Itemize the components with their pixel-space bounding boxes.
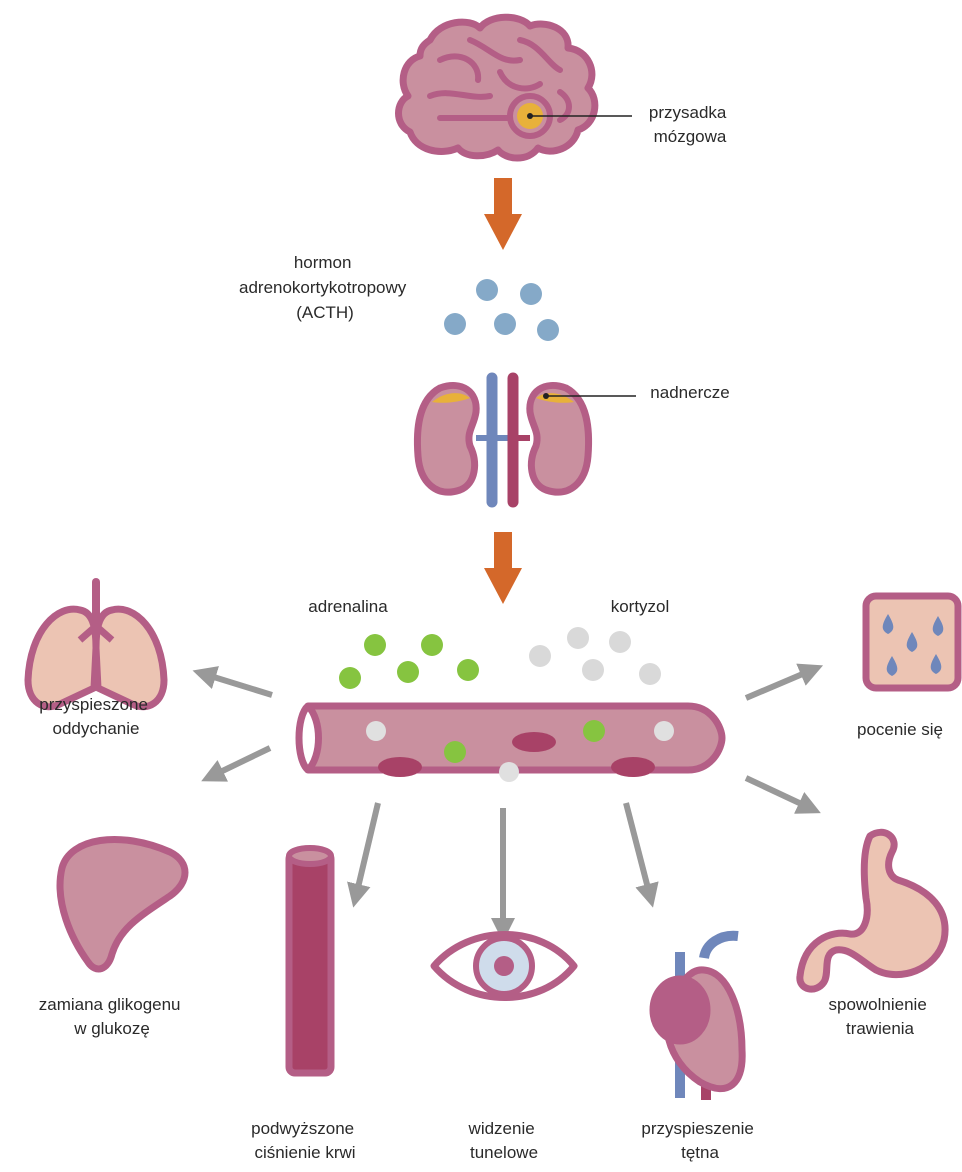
acth-dot	[444, 313, 466, 335]
heart-icon	[652, 936, 742, 1100]
orange-arrow-down	[484, 532, 522, 604]
brain-icon	[399, 17, 595, 158]
sweat-label: pocenie się	[857, 720, 943, 739]
digestion-label: spowolnienie trawienia	[828, 995, 931, 1038]
cortisol-dot	[609, 631, 631, 653]
lungs-label: przyspieszone oddychanie	[39, 695, 152, 738]
cortisol-molecules	[529, 627, 661, 685]
arrow-to-skin	[746, 670, 812, 698]
pituitary-pointer-dot	[527, 113, 533, 119]
arrow-to-liver	[212, 748, 270, 776]
liver-label: zamiana glikogenu w glukozę	[39, 995, 186, 1038]
adrenaline-dot	[397, 661, 419, 683]
arrow-to-lungs	[204, 674, 272, 695]
adrenaline-dot	[364, 634, 386, 656]
cortisol-dot	[582, 659, 604, 681]
lungs-icon	[28, 582, 164, 707]
orange-arrow-down	[484, 178, 522, 250]
acth-dot	[494, 313, 516, 335]
acth-label: hormon adrenokortykotropowy (ACTH)	[239, 253, 411, 322]
adrenaline-dot	[421, 634, 443, 656]
arrow-to-vessel	[356, 803, 378, 896]
tunnel-vision-label: widzenie tunelowe	[468, 1119, 540, 1162]
vessel-tube-icon	[289, 848, 331, 1073]
eye-icon	[434, 935, 574, 998]
blood-pressure-label: podwyższone ciśnienie krwi	[251, 1119, 359, 1162]
adrenaline-dot	[444, 741, 466, 763]
cortisol-dot	[639, 663, 661, 685]
heart-rate-label: przyspieszenie tętna	[641, 1119, 758, 1162]
liver-icon	[60, 839, 185, 969]
stomach-icon	[800, 832, 945, 989]
adrenal-label: nadnercze	[650, 383, 729, 402]
cortisol-dot	[366, 721, 386, 741]
red-blood-cell	[378, 757, 422, 777]
cortisol-dot	[529, 645, 551, 667]
pituitary-label: przysadka mózgowa	[649, 103, 731, 146]
adrenaline-dot	[583, 720, 605, 742]
cortisol-dot	[654, 721, 674, 741]
arrow-to-stomach	[746, 778, 810, 808]
red-blood-cell	[512, 732, 556, 752]
arrow-to-heart	[626, 803, 650, 896]
acth-dot	[476, 279, 498, 301]
cortisol-dot	[499, 762, 519, 782]
adrenal-pointer-dot	[543, 393, 549, 399]
adrenaline-dot	[457, 659, 479, 681]
acth-molecules	[444, 279, 559, 341]
acth-dot	[537, 319, 559, 341]
adrenaline-label: adrenalina	[308, 597, 388, 616]
adrenaline-molecules	[339, 634, 479, 689]
cortisol-label: kortyzol	[611, 597, 670, 616]
skin-sweat-icon	[866, 596, 958, 688]
acth-dot	[520, 283, 542, 305]
adrenaline-dot	[339, 667, 361, 689]
blood-vessel-icon	[299, 706, 722, 782]
red-blood-cell	[611, 757, 655, 777]
cortisol-dot	[567, 627, 589, 649]
